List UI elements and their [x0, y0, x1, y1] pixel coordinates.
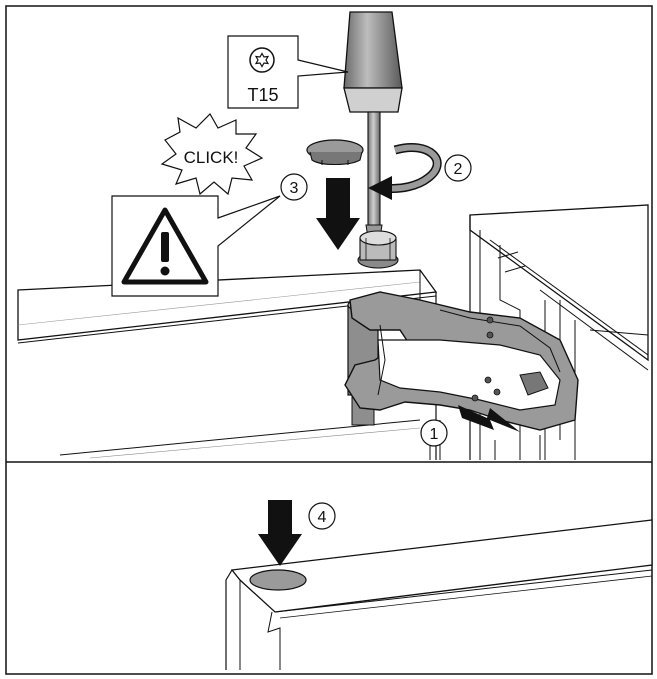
step-marker-1: 1 [420, 419, 448, 447]
click-burst: CLICK! [160, 113, 264, 196]
installed-cap [249, 569, 307, 591]
appliance-top-bottom [230, 519, 653, 613]
screwdriver [343, 11, 403, 239]
torx-icon [254, 52, 270, 68]
top-panel: T15 CLICK! 1 2 3 [17, 11, 649, 460]
svg-text:3: 3 [290, 180, 299, 197]
svg-text:1: 1 [430, 426, 439, 443]
rotate-arrow-2 [368, 143, 442, 200]
warning-callout [111, 195, 281, 297]
tool-callout: T15 [227, 35, 349, 109]
press-arrow-4 [258, 500, 302, 566]
step-marker-4: 4 [308, 502, 336, 530]
cover-cap [306, 139, 364, 166]
step-marker-2: 2 [444, 154, 472, 182]
svg-text:2: 2 [454, 161, 463, 178]
bottom-panel: 4 [225, 500, 653, 670]
step-marker-3: 3 [280, 173, 308, 201]
press-arrow-3 [316, 178, 360, 250]
click-text: CLICK! [184, 148, 239, 167]
bit-size-label: T15 [247, 85, 278, 105]
push-arrow-1 [458, 405, 520, 432]
hinge-screw [357, 230, 399, 269]
svg-text:4: 4 [318, 509, 327, 526]
